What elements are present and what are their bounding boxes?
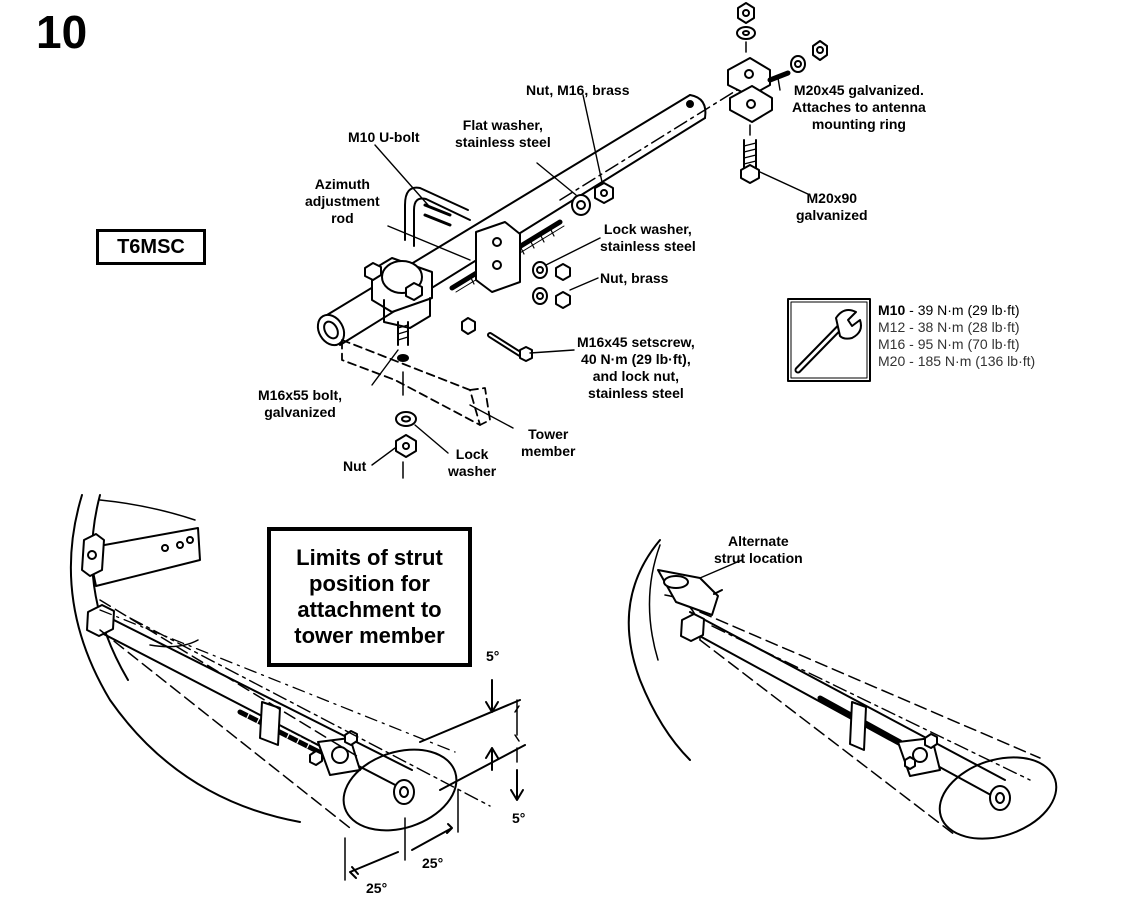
torque-value: 95 N·m (70 lb·ft): [917, 336, 1020, 352]
label-m16x45: M16x45 setscrew, 40 N·m (29 lb·ft), and …: [577, 334, 695, 402]
label-nut-brass: Nut, brass: [600, 270, 668, 287]
torque-value: 185 N·m (136 lb·ft): [917, 353, 1036, 369]
label-flat-washer: Flat washer, stainless steel: [455, 117, 551, 151]
wrench-icon: [794, 309, 862, 374]
label-line: M16x45 setscrew,: [577, 334, 695, 350]
torque-value: 38 N·m (28 lb·ft): [917, 319, 1020, 335]
label-line: adjustment: [305, 193, 380, 209]
label-line: and lock nut,: [592, 368, 680, 384]
label-line: Tower: [528, 426, 569, 442]
leader-lines: [371, 77, 811, 466]
torque-row: M16 - 95 N·m (70 lb·ft): [878, 336, 1020, 352]
torque-size: M12: [878, 319, 906, 335]
angle-label-25a: 25°: [422, 855, 444, 871]
model-text: T6MSC: [117, 235, 185, 258]
angle-label-bottom: 5°: [512, 810, 526, 826]
label-m16x55: M16x55 bolt, galvanized: [258, 387, 342, 421]
angle-label-top: 5°: [486, 648, 500, 664]
alternate-strut-drawing: [627, 539, 1058, 840]
label-line: Lock: [455, 446, 489, 462]
torque-size: M16: [878, 336, 906, 352]
label-m20x45: M20x45 galvanized. Attaches to antenna m…: [792, 82, 926, 133]
torque-row: M10 - 39 N·m (29 lb·ft): [878, 302, 1020, 318]
label-m10-ubolt: M10 U-bolt: [348, 129, 420, 146]
label-line: stainless steel: [588, 385, 684, 401]
label-line: Attaches to antenna: [792, 99, 926, 115]
label-nut: Nut: [343, 458, 366, 475]
label-line: Nut, brass: [600, 270, 669, 286]
limits-callout: Limits of strut position for attachment …: [267, 527, 472, 667]
label-line: M16x55 bolt,: [258, 387, 343, 403]
label-line: washer: [448, 463, 497, 479]
label-line: M10 U-bolt: [348, 129, 420, 145]
label-line: Nut, M16, brass: [526, 82, 630, 98]
label-line: stainless steel: [600, 238, 696, 254]
torque-size: M20: [878, 353, 906, 369]
label-line: galvanized: [796, 207, 868, 223]
azimuth-assembly-drawing: [316, 84, 746, 479]
limits-line: position for: [309, 571, 430, 596]
torque-icon-frame: [787, 298, 871, 382]
label-line: M20x45 galvanized.: [793, 82, 924, 98]
label-m20x90: M20x90 galvanized: [796, 190, 868, 224]
label-line: Lock washer,: [603, 221, 692, 237]
torque-row: M20 - 185 N·m (136 lb·ft): [878, 353, 1036, 369]
label-line: Nut: [343, 458, 367, 474]
label-alternate-strut: Alternate strut location: [714, 533, 803, 567]
label-line: M20x90: [806, 190, 858, 206]
torque-row: M12 - 38 N·m (28 lb·ft): [878, 319, 1020, 335]
strut-limits-drawing: [69, 494, 526, 881]
label-line: 40 N·m (29 lb·ft),: [581, 351, 691, 367]
mounting-hardware-drawing: [727, 2, 828, 184]
model-label: T6MSC: [96, 229, 206, 265]
limits-line: attachment to: [297, 597, 442, 622]
limits-line: tower member: [294, 623, 445, 648]
label-azimuth-rod: Azimuth adjustment rod: [305, 176, 380, 227]
label-line: member: [521, 443, 576, 459]
label-line: Azimuth: [314, 176, 370, 192]
label-line: mounting ring: [811, 116, 906, 132]
label-line: rod: [331, 210, 354, 226]
label-lock-washer-ss: Lock washer, stainless steel: [600, 221, 696, 255]
label-line: stainless steel: [455, 134, 551, 150]
label-nut-m16-brass: Nut, M16, brass: [526, 82, 629, 99]
label-lock-washer: Lock washer: [448, 446, 496, 480]
label-line: Flat washer,: [462, 117, 543, 133]
label-tower-member: Tower member: [521, 426, 575, 460]
label-line: Alternate: [727, 533, 789, 549]
torque-table: M10 - 39 N·m (29 lb·ft) M12 - 38 N·m (28…: [878, 302, 1035, 370]
label-line: strut location: [714, 550, 803, 566]
torque-size: M10: [878, 302, 906, 318]
torque-value: 39 N·m (29 lb·ft): [917, 302, 1020, 318]
label-line: galvanized: [264, 404, 336, 420]
step-number: 10: [36, 6, 88, 58]
limits-line: Limits of strut: [296, 545, 443, 570]
angle-label-25b: 25°: [366, 880, 388, 896]
